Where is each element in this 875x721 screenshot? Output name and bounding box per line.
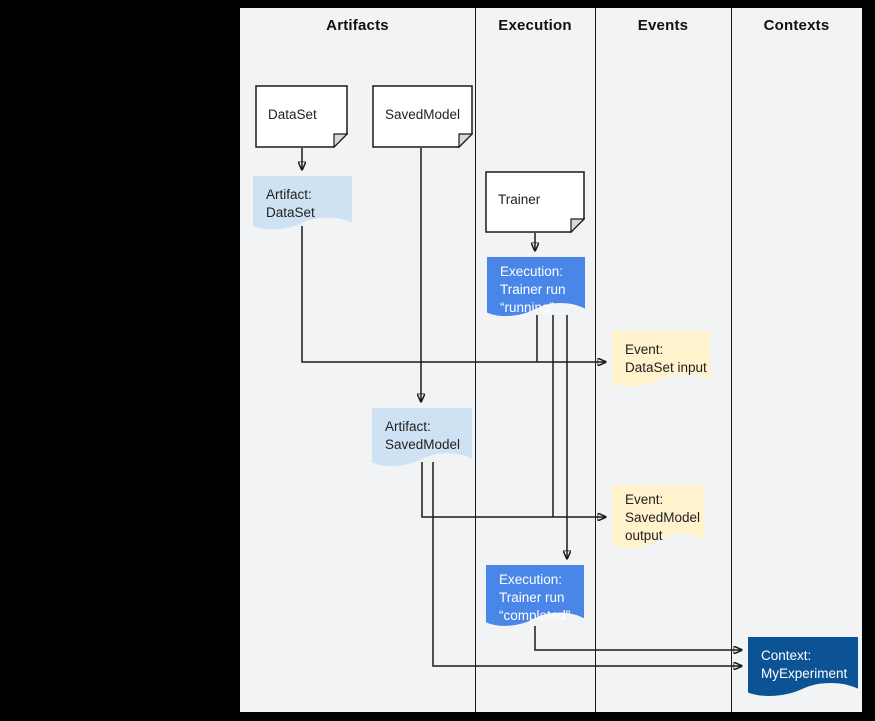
tape-shape: [486, 565, 584, 626]
tape-shape: [372, 408, 472, 467]
tape-shape: [612, 331, 710, 387]
document-shape: [372, 85, 473, 148]
node-trainer: Trainer: [485, 171, 585, 233]
node-label: Execution: Trainer run “completed”: [499, 572, 571, 624]
column-header-artifacts: Artifacts: [326, 17, 389, 34]
tape-shape: [487, 257, 585, 317]
node-context-myexperiment: Context: MyExperiment: [748, 637, 858, 700]
node-artifact-savedmodel: Artifact: SavedModel: [372, 408, 472, 470]
tape-shape: [253, 176, 352, 230]
divider-events-contexts: [731, 8, 732, 712]
column-header-execution: Execution: [498, 17, 572, 34]
node-label: Execution: Trainer run “running”: [500, 264, 566, 316]
node-label: Context: MyExperiment: [761, 648, 848, 682]
node-event-dataset-input: Event: DataSet input: [612, 331, 710, 390]
node-event-savedmodel-output: Event: SavedModel output: [612, 485, 704, 552]
node-dataset: DataSet: [255, 85, 348, 148]
node-savedmodel: SavedModel: [372, 85, 473, 148]
node-label: Artifact: SavedModel: [385, 419, 461, 453]
node-label: Artifact: DataSet: [266, 187, 315, 221]
node-label: Trainer: [498, 191, 541, 207]
column-header-contexts: Contexts: [763, 17, 830, 34]
tape-shape: [748, 637, 858, 697]
divider-execution-events: [595, 8, 596, 712]
document-shape: [485, 171, 585, 233]
node-execution-running: Execution: Trainer run “running”: [487, 257, 585, 320]
divider-artifacts-execution: [475, 8, 476, 712]
tape-shape: [612, 485, 704, 548]
node-artifact-dataset: Artifact: DataSet: [253, 176, 352, 233]
node-label: Event: SavedModel output: [625, 492, 701, 544]
node-label: DataSet: [268, 106, 317, 122]
node-label: Event: DataSet input: [625, 342, 707, 376]
column-header-events: Events: [637, 17, 689, 34]
node-execution-completed: Execution: Trainer run “completed”: [486, 565, 584, 630]
node-label: SavedModel: [385, 106, 461, 122]
document-shape: [255, 85, 348, 148]
